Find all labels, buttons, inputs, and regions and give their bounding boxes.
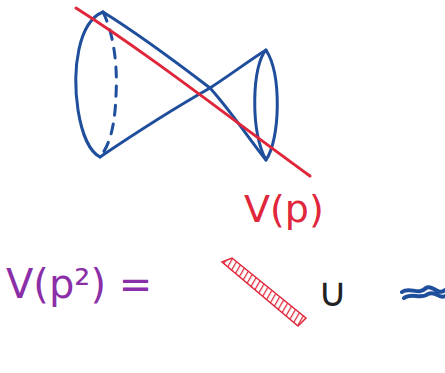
union-symbol: ∪ — [318, 272, 347, 312]
variety-label: V(p) — [244, 190, 324, 228]
double-cone — [76, 12, 277, 160]
cone-side-top — [103, 12, 266, 88]
blue-scribble — [402, 287, 445, 298]
line-vp — [76, 8, 310, 176]
equation-label: V(p²) = — [6, 264, 152, 304]
cone-rim-front — [76, 12, 103, 157]
thick-line — [222, 258, 306, 326]
